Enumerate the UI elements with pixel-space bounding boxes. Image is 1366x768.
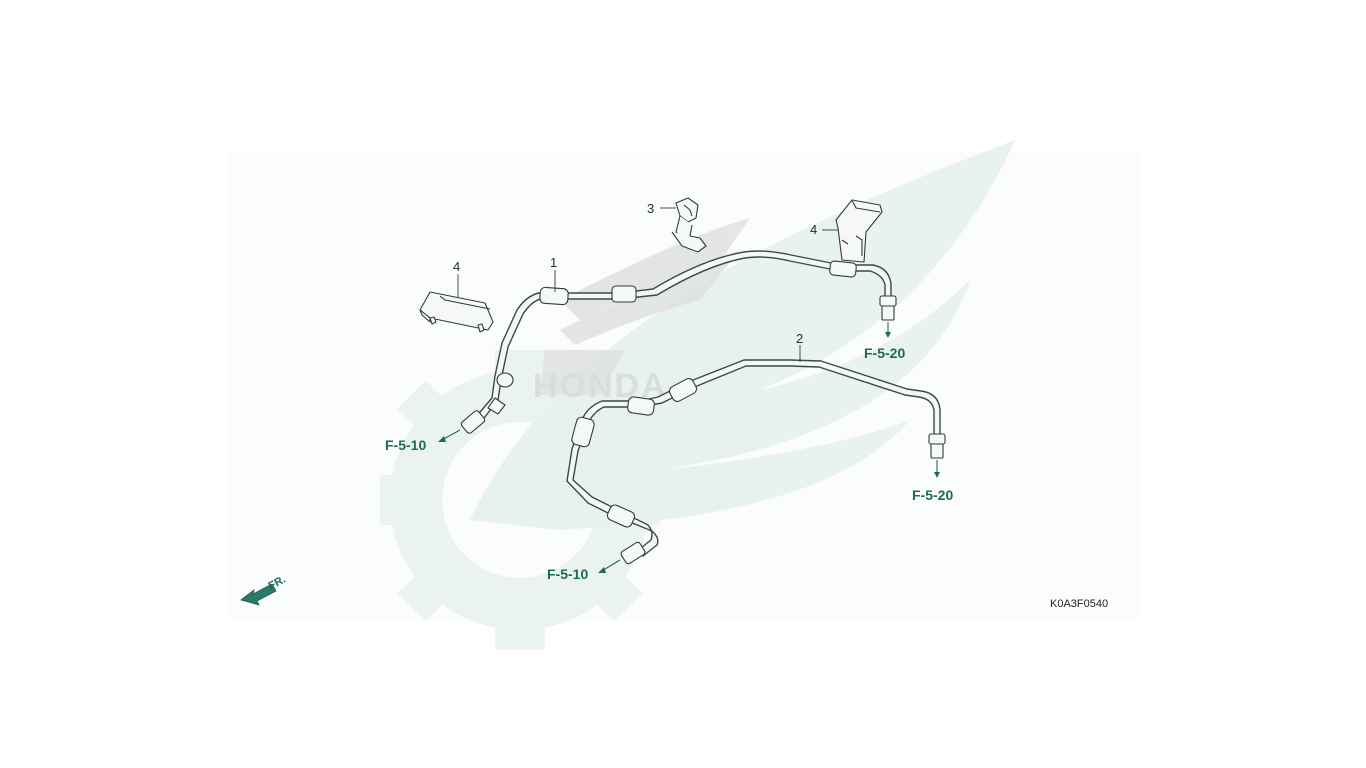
part-number-3: 3 [647, 201, 654, 216]
reference-f-5-20-upper[interactable]: F-5-20 [864, 345, 905, 361]
part-4-left-bracket[interactable] [419, 291, 494, 333]
part-4-right-bracket[interactable] [835, 199, 883, 263]
part-number-1: 1 [550, 255, 557, 270]
part-number-4-right: 4 [810, 222, 817, 237]
reference-arrows [438, 322, 940, 573]
front-arrow-icon [240, 583, 277, 606]
reference-f-5-10-lower[interactable]: F-5-10 [547, 566, 588, 582]
part-number-4-left: 4 [453, 259, 460, 274]
reference-f-5-20-lower[interactable]: F-5-20 [912, 487, 953, 503]
diagram-code: K0A3F0540 [1050, 598, 1108, 610]
watermark-logo: HONDA [380, 140, 1015, 650]
part-2-brake-hose[interactable] [566, 359, 946, 565]
part-number-2: 2 [796, 331, 803, 346]
watermark-wing [470, 140, 1015, 530]
reference-f-5-10-upper[interactable]: F-5-10 [385, 437, 426, 453]
part-1-brake-hose[interactable] [460, 250, 897, 434]
part-3-clamp[interactable] [671, 197, 707, 253]
